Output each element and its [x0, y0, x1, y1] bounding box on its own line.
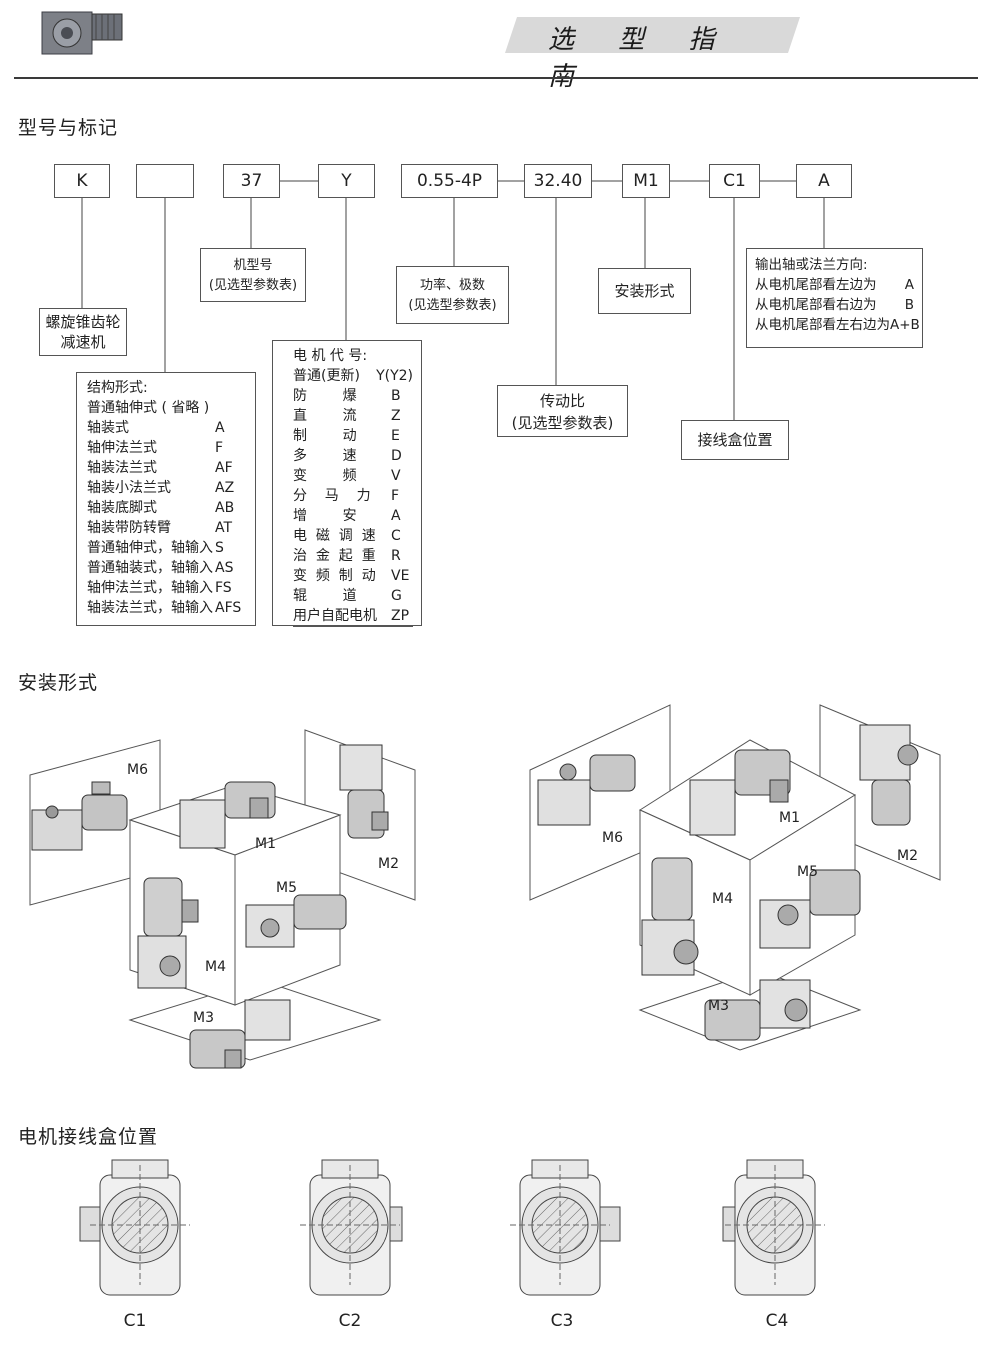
desc-ratio: 传动比 (见选型参数表): [497, 385, 628, 437]
motor-code-row: 普通(更新)Y(Y2): [293, 368, 413, 384]
connector-lines: [81, 180, 825, 420]
mount-label-m3-left: M3: [193, 1010, 214, 1026]
mount-label-m1-right: M1: [779, 810, 800, 826]
code-frame: 37: [223, 164, 280, 198]
gearbox-m6: [31, 781, 128, 851]
code-series: K: [54, 164, 110, 198]
gearbox-m3: [704, 979, 811, 1041]
mount-label-m6-left: M6: [127, 762, 148, 778]
terminal-label-c2: C2: [338, 1311, 362, 1331]
desc-box: 接线盒位置: [681, 420, 789, 460]
desc-direction-title: 输出轴或法兰方向:: [755, 257, 868, 273]
desc-ratio-line1: 传动比: [539, 392, 585, 410]
mount-label-m2-left: M2: [378, 856, 399, 872]
mount-label-m4-left: M4: [205, 959, 226, 975]
mount-label-m2-right: M2: [897, 848, 918, 864]
mount-label-m1-left: M1: [255, 836, 276, 852]
terminal-label-c1: C1: [123, 1311, 147, 1331]
terminal-c2: [300, 1159, 403, 1296]
structure-row: 普通轴伸式 ( 省略 ): [87, 400, 210, 416]
terminal-c4: [722, 1159, 825, 1296]
desc-frame: 机型号 (见选型参数表): [200, 248, 306, 302]
mount-label-m3-right: M3: [708, 998, 729, 1014]
mounting-diagram-right: [529, 704, 941, 1051]
terminal-box-diagrams: [79, 1159, 825, 1296]
desc-series-line1: 螺旋锥齿轮: [45, 313, 121, 331]
section-title-terminal: 电机接线盒位置: [18, 1126, 159, 1148]
gearbox-m5: [245, 894, 347, 948]
terminal-c3: [510, 1159, 621, 1296]
gearbox-m4: [641, 857, 699, 976]
desc-power: 功率、极数 (见选型参数表): [396, 266, 509, 324]
mount-label-m4-right: M4: [712, 891, 733, 907]
gearbox-m4: [137, 877, 199, 989]
desc-series-line2: 减速机: [60, 333, 106, 351]
mount-label-m6-right: M6: [602, 830, 623, 846]
motor-code-title: 电 机 代 号:: [293, 348, 368, 364]
gearbox-m5: [759, 869, 861, 949]
code-motor: Y: [318, 164, 375, 198]
mount-label-m5-left: M5: [276, 880, 297, 896]
header-rule: [14, 77, 978, 79]
mount-label-m5-right: M5: [797, 864, 818, 880]
header-banner: [505, 17, 800, 53]
mounting-diagram-left: [29, 729, 416, 1069]
section-title-model: 型号与标记: [18, 117, 119, 139]
desc-power-line2: (见选型参数表): [408, 298, 497, 313]
gearbox-m2: [859, 724, 919, 826]
gearbox-m2: [339, 744, 389, 839]
terminal-label-c3: C3: [550, 1311, 574, 1331]
code-mount: M1: [622, 164, 670, 198]
code-structure: [136, 164, 194, 198]
gearbox-m1: [179, 781, 276, 849]
desc-frame-line1: 机型号: [233, 258, 273, 273]
code-box: C1: [709, 164, 760, 198]
structure-title: 结构形式:: [87, 380, 148, 396]
gearbox-m1: [689, 749, 791, 836]
gearbox-m3: [189, 999, 291, 1069]
header-logo: [41, 11, 123, 55]
desc-ratio-line2: (见选型参数表): [511, 414, 614, 432]
code-direction: A: [796, 164, 852, 198]
desc-series: 螺旋锥齿轮 减速机: [39, 308, 127, 356]
desc-mount: 安装形式: [598, 268, 691, 314]
terminal-c1: [79, 1159, 190, 1296]
desc-frame-line2: (见选型参数表): [208, 278, 298, 293]
terminal-label-c4: C4: [765, 1311, 789, 1331]
code-ratio: 32.40: [524, 164, 592, 198]
code-power: 0.55-4P: [401, 164, 498, 198]
section-title-mounting: 安装形式: [18, 672, 99, 694]
desc-power-line1: 功率、极数: [419, 278, 485, 293]
gearbox-m6: [537, 754, 636, 826]
